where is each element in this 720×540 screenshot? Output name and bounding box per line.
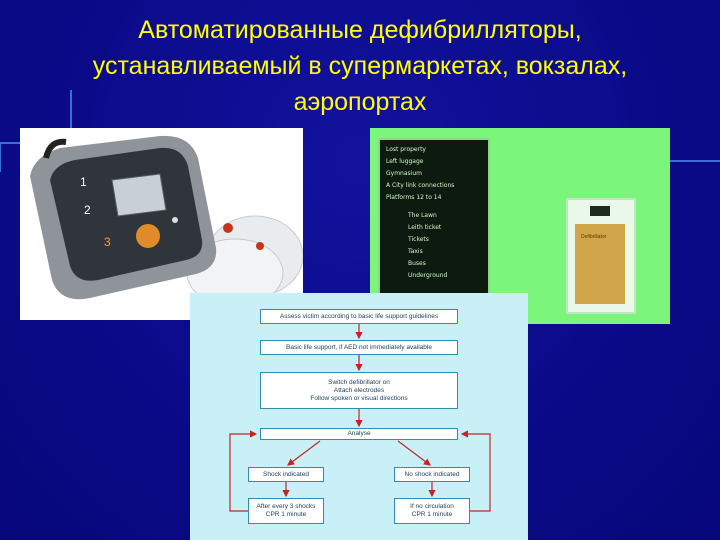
flow-step-text: Basic life support, if AED not immediate… — [286, 343, 432, 351]
shock-button — [136, 224, 160, 248]
flow-arrow — [397, 440, 431, 466]
sign-line: Taxis — [408, 248, 423, 255]
device-screen — [111, 173, 167, 217]
sign-line: A City link connections — [386, 182, 455, 189]
aed-algorithm-flowchart: Assess victim according to basic life su… — [190, 293, 528, 540]
defibrillator-cabinet: Defibrillator — [566, 198, 636, 314]
flow-step-text: Follow spoken or visual directions — [310, 394, 408, 402]
decorative-line — [0, 142, 1, 172]
device-button — [172, 217, 178, 223]
flowchart-connectors — [229, 324, 491, 512]
cabinet-window: Defibrillator — [575, 224, 625, 304]
flow-step-text: Analyse — [347, 430, 371, 437]
sign-line: Leith ticket — [408, 224, 442, 231]
title-line-2: устанавливаемый в супермаркетах, вокзала… — [92, 52, 628, 80]
sign-line: Lost property — [386, 146, 426, 153]
step-number-3: 3 — [104, 235, 111, 249]
cabinet-camera — [590, 206, 610, 216]
flow-step-text: No shock indicated — [404, 470, 460, 478]
title-line-3: аэропортах — [293, 88, 427, 116]
flow-step-text: CPR 1 minute — [411, 511, 453, 518]
flow-step-text: After every 3 shocks — [256, 503, 316, 510]
flow-step-text: CPR 1 minute — [265, 511, 307, 518]
flow-step-after-shocks: After every 3 shocks CPR 1 minute — [248, 498, 324, 524]
flow-step-text: Attach electrodes — [333, 386, 385, 394]
sign-line: Left luggage — [386, 158, 424, 165]
flow-step-switch: Switch defibrillator on Attach electrode… — [260, 372, 458, 409]
aed-device-illustration: 1 2 3 — [30, 135, 303, 308]
flow-arrow — [287, 440, 321, 466]
flow-step-bls: Basic life support, if AED not immediate… — [260, 340, 458, 355]
flow-loop-right — [460, 430, 491, 512]
flow-step-shock: Shock indicated — [248, 467, 324, 482]
sign-line: Tickets — [408, 236, 429, 243]
slide-title: Автоматированные дефибрилляторы, устанав… — [20, 12, 700, 120]
flow-step-no-shock: No shock indicated — [394, 467, 470, 482]
step-number-1: 1 — [80, 175, 87, 189]
sign-line: Underground — [408, 272, 448, 279]
sign-line: Gymnasium — [386, 170, 422, 177]
decorative-line — [70, 90, 72, 128]
station-kiosk-photo: Lost property Left luggage Gymnasium A C… — [370, 128, 670, 324]
flow-step-text: If no circulation — [410, 503, 454, 510]
flow-step-text: Switch defibrillator on — [328, 378, 390, 386]
title-line-1: Автоматированные дефибрилляторы, — [138, 16, 582, 44]
flow-step-analyse: Analyse — [260, 428, 458, 440]
cabinet-label: Defibrillator — [581, 234, 607, 240]
decorative-line — [0, 142, 20, 144]
station-sign-board: Lost property Left luggage Gymnasium A C… — [378, 138, 490, 310]
device-cable — [43, 138, 67, 159]
sign-line: Buses — [408, 260, 426, 267]
flow-step-text: Shock indicated — [263, 470, 309, 478]
aed-device-photo: 1 2 3 — [20, 128, 303, 320]
flow-step-assess: Assess victim according to basic life su… — [260, 309, 458, 324]
sign-line: Platforms 12 to 14 — [386, 194, 442, 201]
sign-line: The Lawn — [408, 212, 437, 219]
flow-step-no-circulation: If no circulation CPR 1 minute — [394, 498, 470, 524]
pad-marker — [223, 223, 233, 233]
step-number-2: 2 — [84, 203, 91, 217]
flow-step-text: Assess victim according to basic life su… — [279, 312, 439, 320]
decorative-line — [670, 160, 720, 162]
pad-marker — [256, 242, 264, 250]
flow-loop-left — [229, 430, 258, 512]
